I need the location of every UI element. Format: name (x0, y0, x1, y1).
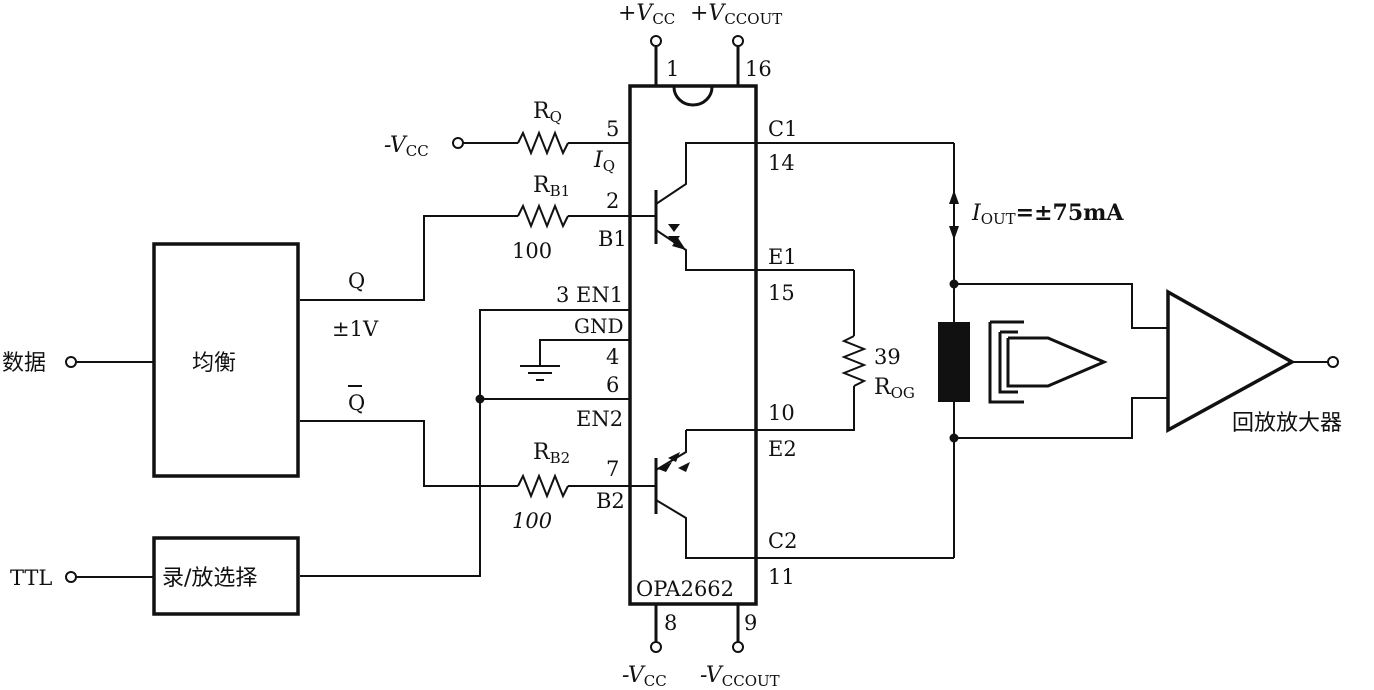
head-gap-triangle (1006, 336, 1108, 388)
pin-11-label: 11 (768, 565, 795, 589)
resistor-rog (841, 335, 867, 387)
pin-e2-label: E2 (768, 437, 797, 461)
head-core (988, 320, 1024, 404)
resistor-rb2 (517, 473, 569, 499)
photo-arrow-1b (668, 236, 680, 244)
rb1-value: 100 (512, 239, 552, 263)
record-head-coil (938, 322, 970, 402)
pin-1-label: 1 (666, 57, 679, 81)
vcc-neg-label: -VCC (622, 663, 667, 690)
iq-label: IQ (593, 148, 615, 175)
iout-arrow-up (949, 190, 959, 204)
iout-label: IOUT=±75mA (971, 200, 1124, 228)
pin-6-label: 6 (606, 373, 619, 397)
ic-notch (672, 86, 714, 107)
photo-arrow-1a (668, 224, 680, 232)
playback-amplifier (1166, 289, 1296, 433)
pin-9-label: 9 (744, 611, 757, 635)
pin-c2-label: C2 (768, 529, 797, 553)
rec-play-label: 录/放选择 (162, 566, 257, 591)
equalizer-block (152, 242, 300, 478)
rb2-label: RB2 (533, 440, 570, 467)
photo-arrow-2a (668, 452, 680, 462)
pin-5-label: 5 (606, 117, 619, 141)
neg-vcc-left-label: -VCC (384, 133, 429, 160)
data-input-label: 数据 (2, 351, 46, 376)
q-output-label: Q (348, 269, 365, 293)
opa2662-ic-body (628, 84, 758, 606)
pin-7-label: 7 (606, 457, 619, 481)
pin-b2-label: B2 (596, 489, 625, 513)
equalizer-label: 均衡 (192, 351, 236, 376)
pin-16-label: 16 (745, 57, 772, 81)
rq-label: RQ (533, 99, 562, 126)
neg-vcc-left-terminal (452, 137, 464, 149)
rb2-value: 100 (512, 509, 552, 533)
pin-8-label: 8 (664, 611, 677, 635)
pin-e1-label: E1 (768, 245, 797, 269)
vccout-neg-terminal (732, 641, 744, 653)
vcc-pos-terminal (650, 35, 662, 47)
pin-14-label: 14 (768, 151, 795, 175)
transistor-1-arrow (672, 238, 686, 250)
pin-15-label: 15 (768, 281, 795, 305)
resistor-rq (517, 130, 569, 156)
playback-amp-label: 回放放大器 (1232, 411, 1342, 436)
gnd-label: GND (574, 314, 624, 338)
iout-arrow-down (949, 226, 959, 240)
pin-c1-label: C1 (768, 117, 797, 141)
vcc-neg-terminal (650, 641, 662, 653)
ttl-input-terminal (65, 571, 77, 583)
resistor-rb1 (517, 203, 569, 229)
transistor-2-arrow (658, 462, 672, 472)
pin-3-en1-label: 3 EN1 (556, 283, 623, 307)
pin-en2-label: EN2 (576, 407, 623, 431)
rec-play-select-block (152, 536, 300, 616)
rog-value: 39 (874, 345, 901, 369)
photo-arrow-2b (678, 462, 690, 472)
rog-label: ROG (874, 375, 915, 402)
ic-name: OPA2662 (636, 577, 734, 601)
q-bar-label: Q (348, 391, 365, 415)
pin-4-label: 4 (606, 345, 619, 369)
vccout-pos-label: +VCCOUT (690, 1, 782, 28)
pin-b1-label: B1 (598, 227, 627, 251)
q-level-label: ±1V (332, 317, 379, 341)
ttl-input-label: TTL (10, 566, 52, 590)
vccout-pos-terminal (732, 35, 744, 47)
rb1-label: RB1 (533, 173, 570, 200)
pin-10-label: 10 (768, 401, 795, 425)
data-input-terminal (65, 356, 77, 368)
vcc-pos-label: +VCC (618, 1, 675, 28)
pin-2-label: 2 (606, 189, 619, 213)
amp-output-terminal (1327, 356, 1339, 368)
vccout-neg-label: -VCCOUT (700, 663, 780, 690)
